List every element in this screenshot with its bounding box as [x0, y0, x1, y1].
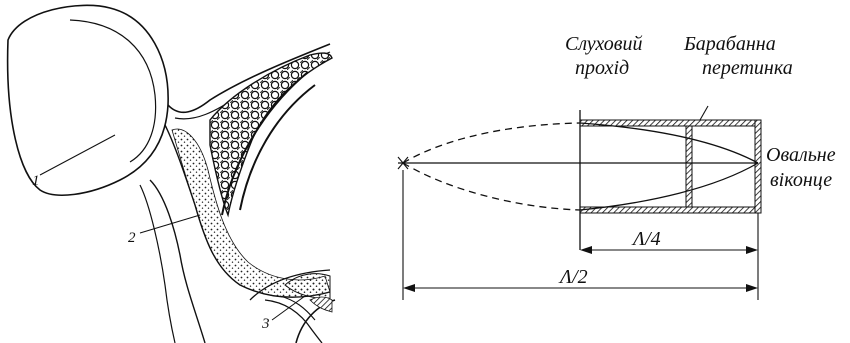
eustachian-area [265, 300, 322, 343]
canal-tissue [172, 129, 330, 297]
eardrum-label-line1: Барабанна [683, 33, 776, 55]
half-wavelength-label: Λ/2 [558, 266, 588, 288]
wave-envelope-dashed-bottom [403, 163, 580, 210]
ear-canal-label-line1: Слуховий [565, 33, 642, 55]
label-3: 3 [261, 316, 270, 332]
ear-canal-label-line2: прохід [575, 57, 629, 79]
wave-envelope-solid-top [580, 123, 758, 163]
quarter-wavelength-label: Λ/4 [631, 228, 661, 250]
eardrum-pointer [700, 106, 708, 120]
label-1: 1 [32, 173, 40, 189]
tube-end-wall [755, 120, 761, 213]
oval-window-label-line1: Овальне [766, 144, 836, 166]
auricle-outline [8, 5, 169, 195]
eardrum-label-line2: перетинка [702, 57, 793, 79]
oval-window-label-line2: віконце [770, 169, 832, 191]
auricle-inner-fold [70, 20, 156, 162]
ear-anatomy-drawing: 1 2 3 [8, 5, 335, 343]
leader-1 [40, 135, 115, 175]
wave-envelope-dashed-top [403, 123, 580, 163]
tube-bottom-wall [580, 207, 760, 213]
resonator-diagram: Слуховий прохід Барабанна перетинка Овал… [398, 33, 836, 300]
wave-envelope-solid-bottom [580, 163, 758, 210]
label-2: 2 [128, 230, 136, 246]
